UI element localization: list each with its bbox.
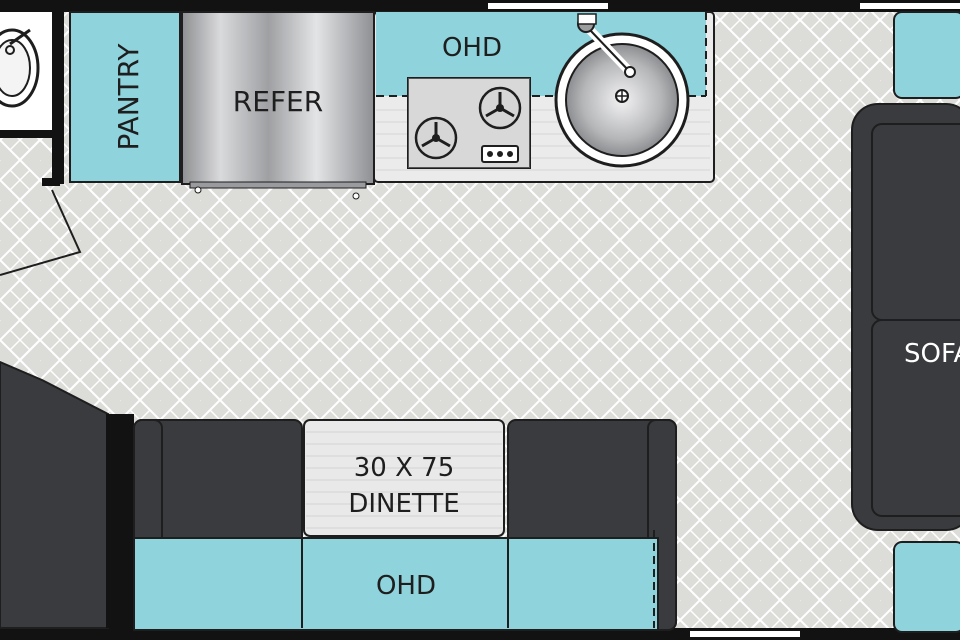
refrigerator-foot-icon (194, 186, 202, 194)
stove-cooktop (407, 77, 531, 169)
refrigerator (181, 11, 375, 185)
sofa (851, 103, 960, 531)
refrigerator-foot-icon (352, 192, 360, 200)
stove-knobs-icon (481, 145, 519, 163)
window-bottom (690, 631, 800, 637)
bath-wall-lower (0, 130, 52, 138)
wall-top (0, 0, 960, 12)
pantry-cabinet (69, 11, 181, 183)
ohd-top-label: OHD (442, 33, 502, 63)
overhead-cabinet-bottom (133, 537, 659, 631)
bath-sink-icon (0, 28, 40, 108)
right-cabinet-bottom (893, 541, 960, 633)
burner-icon (478, 86, 522, 130)
window-top (488, 3, 608, 9)
refrigerator-handle (189, 181, 367, 189)
door-swing (0, 189, 82, 276)
dinette-table (303, 419, 505, 537)
burner-icon (414, 116, 458, 160)
ohd-bottom-label: OHD (376, 571, 436, 601)
window-top-right (860, 3, 960, 9)
door-wall (42, 178, 60, 186)
left-seating-area (0, 360, 134, 629)
dinette-name-label: DINETTE (348, 489, 459, 519)
dinette-size-label: 30 X 75 (354, 453, 455, 483)
bath-wall (52, 12, 64, 184)
right-cabinet-top (893, 11, 960, 99)
kitchen-sink-icon (554, 13, 690, 168)
refrigerator-label: REFER (233, 85, 323, 118)
sofa-label: SOFA (904, 339, 960, 369)
pantry-label: PANTRY (112, 43, 145, 151)
